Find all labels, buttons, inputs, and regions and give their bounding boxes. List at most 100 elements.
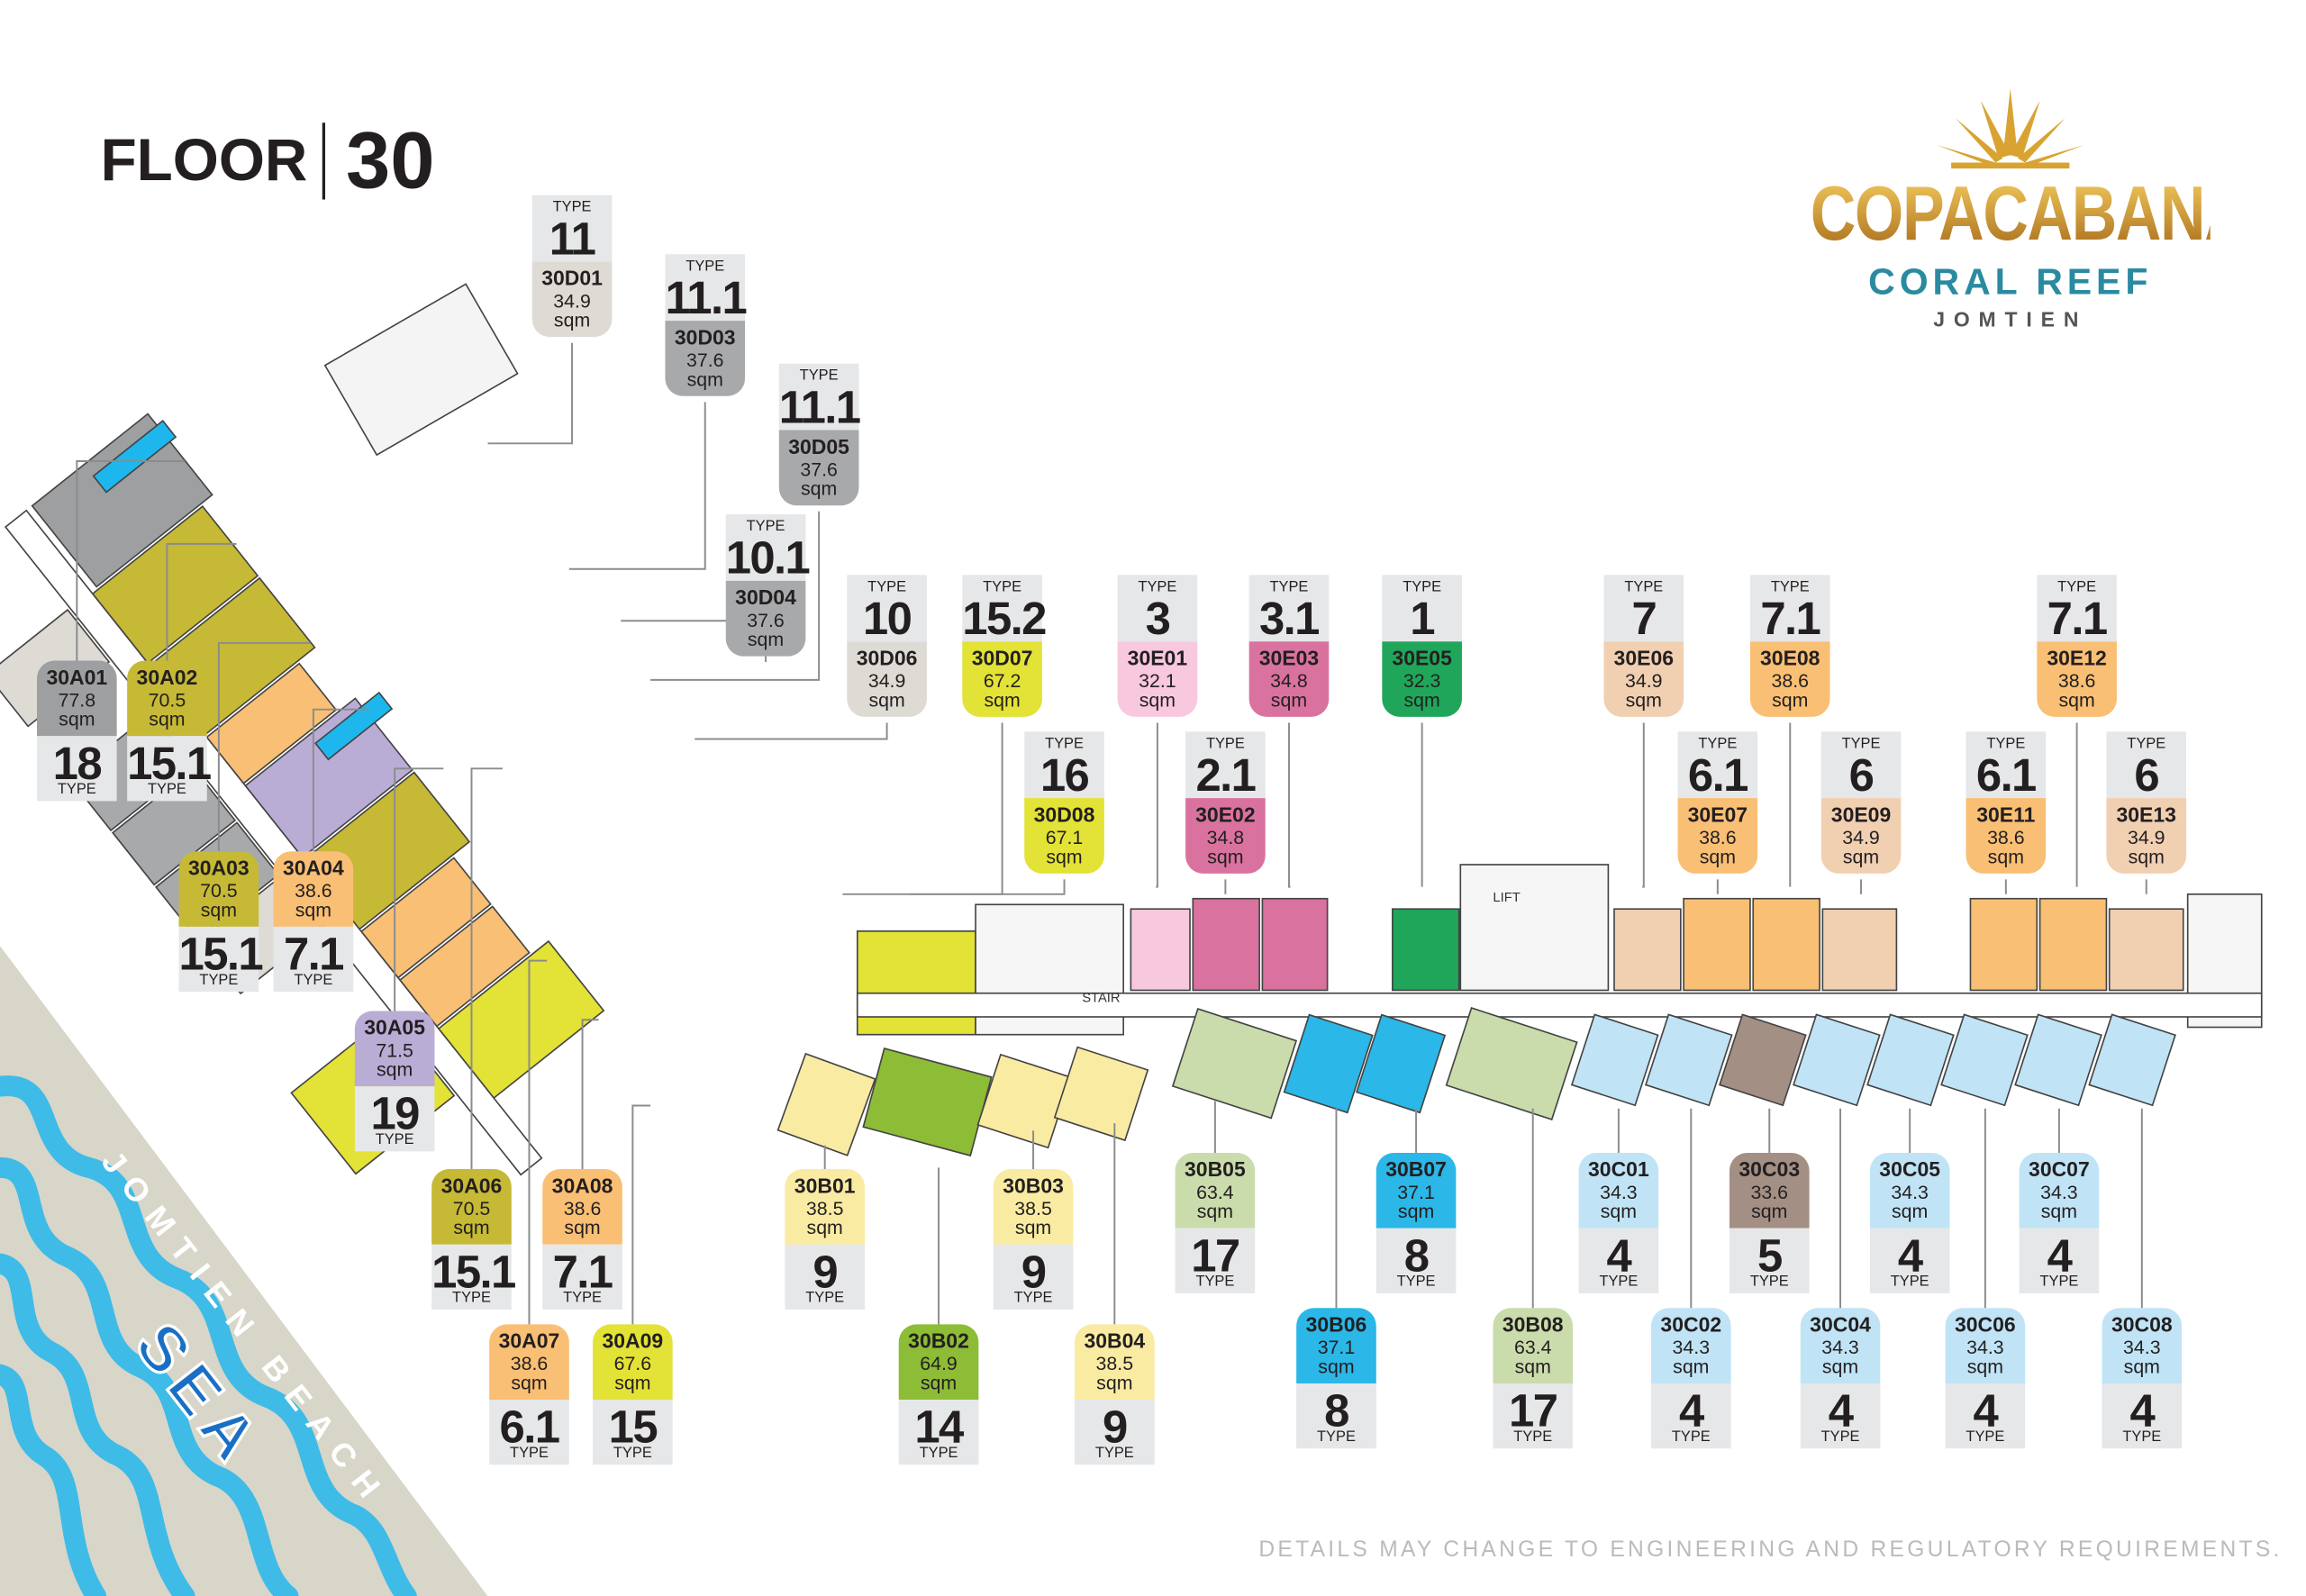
- unit-30B03[interactable]: [976, 1053, 1072, 1149]
- unit-30B04[interactable]: [1053, 1046, 1149, 1142]
- sqm-label: sqm: [1842, 845, 1880, 868]
- unit-30B05[interactable]: [1171, 1008, 1298, 1120]
- unit-code: 30A03: [187, 856, 250, 880]
- lift-core: [1459, 864, 1610, 992]
- leader-line: [217, 641, 311, 852]
- unit-30E12[interactable]: [2038, 897, 2108, 992]
- type-number: 4: [1678, 1384, 1704, 1437]
- unit-30C04[interactable]: [1793, 1013, 1881, 1107]
- unit-30E07[interactable]: [1683, 897, 1751, 992]
- unit-30C07[interactable]: [2014, 1013, 2102, 1107]
- unit-code: 30E11: [1976, 803, 2036, 827]
- unit-30C05[interactable]: [1866, 1013, 1955, 1107]
- unit-30B08[interactable]: [1445, 1007, 1578, 1120]
- unit-30E03[interactable]: [1261, 897, 1329, 992]
- unit-30E01[interactable]: [1130, 908, 1191, 992]
- unit-area: 34.3: [2123, 1336, 2161, 1359]
- unit-30E06[interactable]: [1613, 908, 1682, 992]
- leader-line: [166, 542, 237, 661]
- unit-30B07[interactable]: [1355, 1013, 1447, 1114]
- unit-30E05[interactable]: [1392, 908, 1460, 992]
- unit-area: 32.3: [1403, 669, 1441, 692]
- sqm-label: sqm: [2040, 1200, 2078, 1223]
- unit-30E11[interactable]: [1969, 897, 2038, 992]
- pool: [314, 691, 394, 761]
- unit-30C02[interactable]: [1644, 1013, 1733, 1107]
- unit-area: 38.5: [1014, 1197, 1052, 1220]
- unit-30C03[interactable]: [1719, 1013, 1807, 1107]
- type-number: 11.1: [778, 381, 861, 433]
- unit-area: 34.8: [1270, 669, 1308, 692]
- unit-30C01[interactable]: [1570, 1013, 1659, 1107]
- unit-area: 38.6: [1987, 826, 2025, 848]
- unit-30D07[interactable]: [856, 930, 976, 1036]
- unit-30E08[interactable]: [1752, 897, 1820, 992]
- unit-30E02[interactable]: [1192, 897, 1260, 992]
- unit-30B06[interactable]: [1283, 1013, 1374, 1114]
- unit-code: 30B02: [908, 1328, 969, 1353]
- unit-30C06[interactable]: [1940, 1013, 2029, 1107]
- unit-30E13[interactable]: [2108, 908, 2184, 992]
- type-number: 6.1: [1687, 748, 1748, 802]
- type-number: 15.1: [127, 737, 212, 790]
- type-number: 7.1: [1760, 593, 1820, 645]
- unit-30C08[interactable]: [2088, 1013, 2176, 1107]
- unit-30B01[interactable]: [776, 1052, 876, 1156]
- unit-30B02[interactable]: [862, 1047, 993, 1157]
- unit-area: 33.6: [1750, 1181, 1789, 1203]
- type-word: TYPE: [1045, 736, 1084, 753]
- unit-30E09[interactable]: [1821, 908, 1898, 992]
